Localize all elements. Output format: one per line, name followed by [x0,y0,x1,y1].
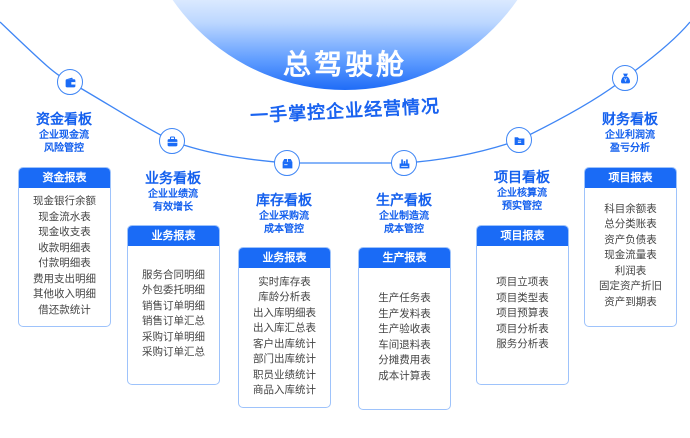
board-sub: 企业核算流 [497,188,547,199]
report-link[interactable]: 销售订单明细 [142,299,205,312]
card-title: 项目报表 [585,168,676,188]
board-business: 业务看板 企业业绩流 有效增长 [123,170,223,214]
board-sub: 预实管控 [502,201,542,212]
report-link[interactable]: 项目类型表 [496,291,549,304]
board-sub: 有效增长 [153,202,193,213]
report-link[interactable]: 客户出库统计 [253,337,316,350]
report-link[interactable]: 费用支出明细 [33,272,96,285]
board-node-funds[interactable] [57,69,83,95]
report-link[interactable]: 项目预算表 [496,307,549,320]
report-link[interactable]: 服务合同明细 [142,268,205,281]
board-node-inventory[interactable] [274,150,300,176]
report-link[interactable]: 车间退料表 [378,338,431,351]
report-link[interactable]: 借还款统计 [38,303,91,316]
board-sub: 成本管控 [384,224,424,235]
report-link[interactable]: 生产任务表 [378,292,431,304]
report-link[interactable]: 成本计算表 [378,369,431,382]
card-title: 业务报表 [128,226,219,246]
report-link[interactable]: 现金流水表 [38,210,91,223]
report-link[interactable]: 出入库汇总表 [253,322,316,334]
report-link[interactable]: 服务分析表 [496,338,549,351]
report-card-finance: 项目报表 科目余额表 总分类账表 资产负债表 现金流量表 利润表 固定资产折旧 … [584,167,677,327]
report-card-business: 业务报表 服务合同明细 外包委托明细 销售订单明细 销售订单汇总 采购订单明细 … [127,225,220,385]
report-link[interactable]: 采购订单汇总 [142,346,205,358]
report-link[interactable]: 职员业绩统计 [253,368,316,381]
board-title: 财务看板 [602,112,658,128]
report-link[interactable]: 资产到期表 [604,295,657,308]
board-funds: 资金看板 企业现金流 风险管控 [14,111,114,155]
board-sub: 企业利润流 [605,130,655,141]
report-link[interactable]: 现金流量表 [604,249,657,262]
card-title: 生产报表 [359,248,450,268]
board-sub: 企业采购流 [259,211,309,222]
report-link[interactable]: 外包委托明细 [142,284,205,296]
board-node-project[interactable] [506,127,532,153]
board-finance: 财务看板 企业利润流 盈亏分析 [580,111,680,155]
folder-icon [514,136,524,145]
board-sub: 成本管控 [264,224,304,235]
report-link[interactable]: 收款明细表 [38,241,91,254]
board-title: 业务看板 [145,171,201,187]
card-title: 项目报表 [477,226,568,246]
svg-text:¥: ¥ [623,78,626,84]
report-link[interactable]: 商品入库统计 [253,384,316,396]
report-link[interactable]: 生产验收表 [378,323,431,335]
wallet-icon [65,77,75,87]
board-sub: 企业制造流 [379,211,429,222]
board-project: 项目看板 企业核算流 预实管控 [472,169,572,213]
board-title: 项目看板 [494,170,550,186]
report-link[interactable]: 部门出库统计 [253,353,316,365]
report-card-production: 生产报表 生产任务表 生产发料表 生产验收表 车间退料表 分摊费用表 成本计算表 [358,247,451,410]
report-link[interactable]: 现金银行余额 [33,195,96,207]
report-link[interactable]: 利润表 [614,264,647,277]
board-title: 库存看板 [256,193,312,209]
report-link[interactable]: 总分类账表 [604,218,657,231]
board-sub: 企业业绩流 [148,189,198,200]
report-card-inventory: 业务报表 实时库存表 库龄分析表 出入库明细表 出入库汇总表 客户出库统计 部门… [238,247,331,408]
report-link[interactable]: 其他收入明细 [33,288,96,300]
report-link[interactable]: 资产负债表 [604,233,657,246]
report-link[interactable]: 库龄分析表 [258,291,311,303]
page-title: 总驾驶舱 [282,48,407,81]
card-title: 资金报表 [19,168,110,188]
board-node-business[interactable] [159,128,185,154]
board-sub: 企业现金流 [39,130,89,141]
report-card-project: 项目报表 项目立项表 项目类型表 项目预算表 项目分析表 服务分析表 [476,225,569,385]
board-sub: 风险管控 [44,143,84,154]
report-link[interactable]: 分摊费用表 [378,354,431,366]
report-link[interactable]: 实时库存表 [258,275,311,288]
report-link[interactable]: 付款明细表 [38,257,91,269]
report-link[interactable]: 销售订单汇总 [142,315,205,327]
report-card-funds: 资金报表 现金银行余额 现金流水表 现金收支表 收款明细表 付款明细表 费用支出… [18,167,111,327]
box-icon [282,158,292,168]
report-link[interactable]: 生产发料表 [378,307,431,320]
board-title: 资金看板 [36,112,92,128]
board-node-finance[interactable]: ¥ [612,65,638,91]
board-inventory: 库存看板 企业采购流 成本管控 [234,192,334,236]
board-title: 生产看板 [376,193,432,209]
report-link[interactable]: 固定资产折旧 [599,280,662,293]
card-title: 业务报表 [239,248,330,268]
report-link[interactable]: 出入库明细表 [253,306,316,319]
report-link[interactable]: 现金收支表 [38,226,91,238]
report-link[interactable]: 采购订单明细 [142,330,205,343]
report-link[interactable]: 项目分析表 [496,322,549,335]
board-node-production[interactable] [391,150,417,176]
board-sub: 盈亏分析 [610,143,650,154]
board-production: 生产看板 企业制造流 成本管控 [354,192,454,236]
money-bag-icon: ¥ [620,73,630,84]
report-link[interactable]: 科目余额表 [604,202,657,215]
factory-icon [399,158,409,168]
briefcase-icon [167,136,177,146]
report-link[interactable]: 项目立项表 [496,276,549,289]
